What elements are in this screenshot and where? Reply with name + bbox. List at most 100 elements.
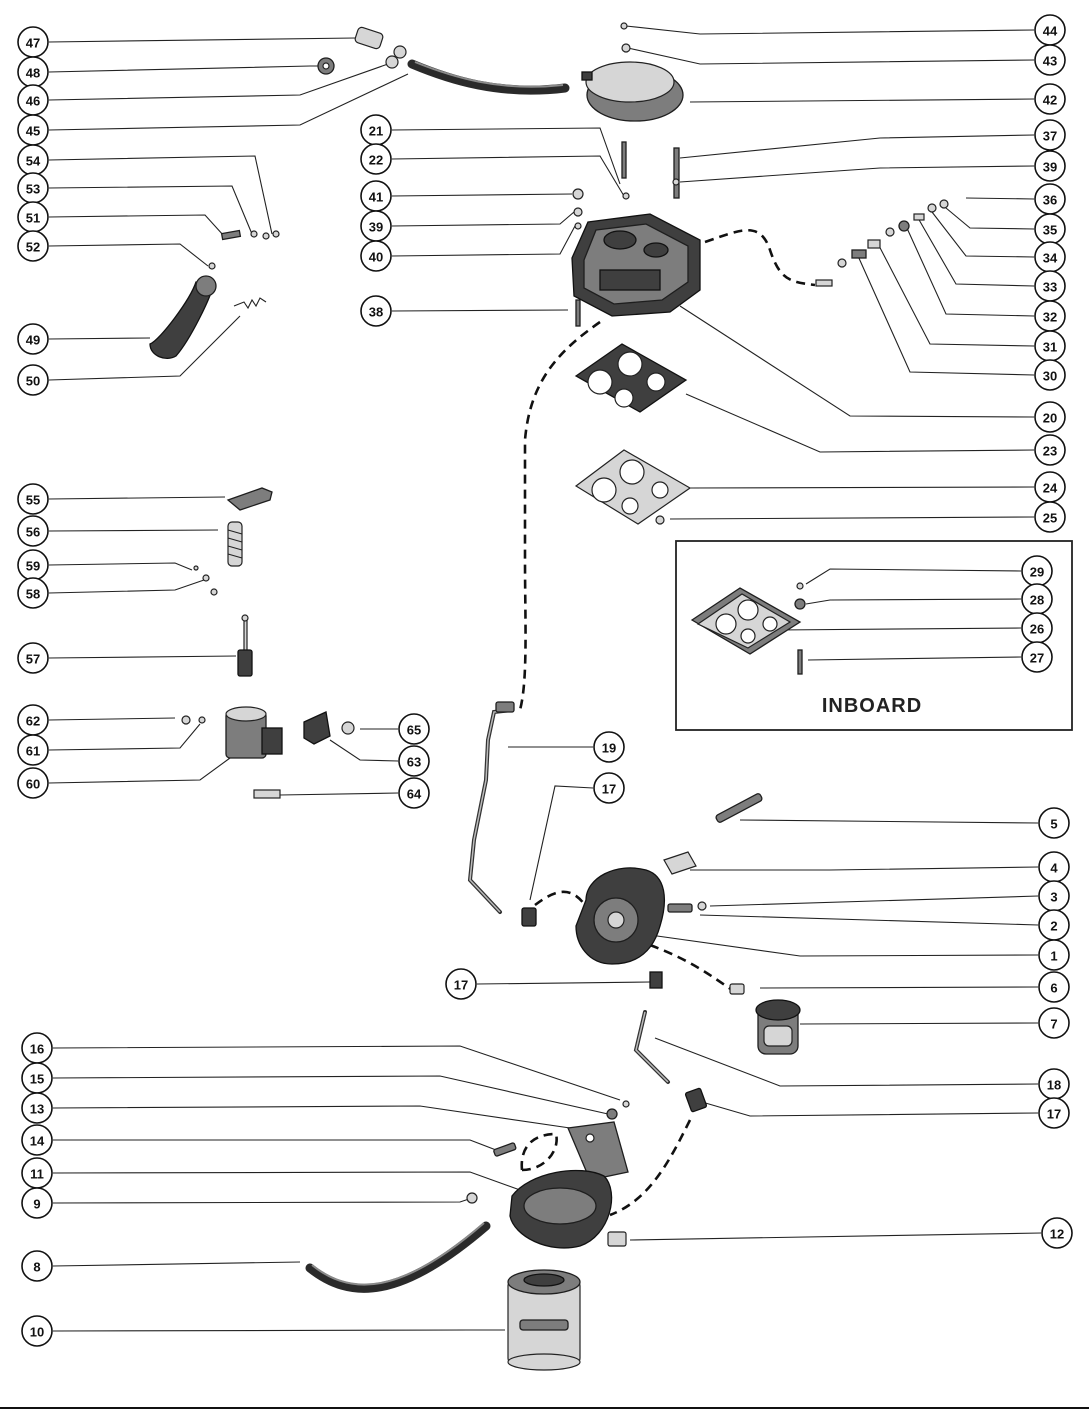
callout-17: 17 — [1038, 1097, 1070, 1129]
callout-circle — [1034, 44, 1066, 76]
callout-2: 2 — [1038, 909, 1070, 941]
seat-48 — [317, 57, 335, 75]
callout-41: 41 — [360, 180, 392, 212]
thermostat-housing-60 — [181, 706, 283, 759]
inboard-panel: INBOARD — [675, 540, 1073, 731]
callout-circle — [1034, 501, 1066, 533]
callout-number: 6 — [1050, 981, 1057, 996]
callout-number: 60 — [26, 777, 40, 792]
callout-number: 47 — [26, 36, 40, 51]
callout-number: 65 — [407, 723, 421, 738]
callout-15: 15 — [21, 1062, 53, 1094]
callout-44: 44 — [1034, 14, 1066, 46]
callout-circle — [21, 1250, 53, 1282]
callout-number: 29 — [1030, 565, 1044, 580]
callout-62: 62 — [17, 704, 49, 736]
callout-number: 40 — [369, 250, 383, 265]
callout-63: 63 — [398, 745, 430, 777]
callout-number: 57 — [26, 652, 40, 667]
air-horn-cover-42 — [581, 22, 684, 122]
callout-number: 32 — [1043, 310, 1057, 325]
fitting-17-upper — [521, 907, 537, 927]
callout-number: 24 — [1043, 481, 1058, 496]
callout-circle — [360, 143, 392, 175]
callout-47: 47 — [17, 26, 49, 58]
callout-49: 49 — [17, 323, 49, 355]
callout-21: 21 — [360, 114, 392, 146]
callout-number: 1 — [1050, 949, 1057, 964]
callout-64: 64 — [398, 777, 430, 809]
callout-circle — [593, 772, 625, 804]
callout-number: 17 — [454, 978, 468, 993]
fuel-hose-top — [407, 59, 570, 95]
callout-circle — [1034, 434, 1066, 466]
callout-50: 50 — [17, 364, 49, 396]
callout-circle — [17, 364, 49, 396]
callout-55: 55 — [17, 483, 49, 515]
callout-circle — [398, 713, 430, 745]
callout-34: 34 — [1034, 241, 1066, 273]
callout-56: 56 — [17, 515, 49, 547]
callout-number: 4 — [1050, 861, 1058, 876]
callout-number: 26 — [1030, 622, 1044, 637]
callout-40: 40 — [360, 240, 392, 272]
spring-50 — [233, 297, 267, 310]
gasket-24 — [574, 449, 692, 525]
callout-60: 60 — [17, 767, 49, 799]
callout-number: 31 — [1043, 340, 1057, 355]
callout-45: 45 — [17, 114, 49, 146]
callout-10: 10 — [21, 1315, 53, 1347]
callout-layer: 4748464554535152495055565958576261606563… — [17, 14, 1073, 1347]
callout-number: 56 — [26, 525, 40, 540]
callout-7: 7 — [1038, 1007, 1070, 1039]
callout-52: 52 — [17, 230, 49, 262]
callout-circle — [1038, 1097, 1070, 1129]
inboard-label: INBOARD — [822, 695, 922, 717]
choke-rod-57 — [237, 614, 253, 677]
callout-26: 26 — [1021, 612, 1053, 644]
callout-number: 46 — [26, 94, 40, 109]
callout-number: 38 — [369, 305, 383, 320]
callout-number: 3 — [1050, 890, 1057, 905]
callout-48: 48 — [17, 56, 49, 88]
callout-12: 12 — [1041, 1217, 1073, 1249]
callout-circle — [21, 1124, 53, 1156]
callout-37: 37 — [1034, 119, 1066, 151]
callout-number: 18 — [1047, 1078, 1061, 1093]
callout-18: 18 — [1038, 1068, 1070, 1100]
callout-20: 20 — [1034, 401, 1066, 433]
callout-circle — [1034, 150, 1066, 182]
callout-33: 33 — [1034, 270, 1066, 302]
callout-number: 5 — [1050, 817, 1057, 832]
callout-circle — [21, 1092, 53, 1124]
callout-number: 30 — [1043, 369, 1057, 384]
callout-number: 39 — [369, 220, 383, 235]
hose-8 — [305, 1221, 491, 1293]
callout-38: 38 — [360, 295, 392, 327]
callout-number: 61 — [26, 744, 40, 759]
callout-circle — [398, 745, 430, 777]
callout-number: 44 — [1043, 24, 1058, 39]
callout-number: 17 — [1047, 1107, 1061, 1122]
callout-number: 19 — [602, 741, 616, 756]
bracket-55 — [226, 487, 273, 511]
callout-number: 17 — [602, 782, 616, 797]
fuel-line-18 — [633, 1010, 708, 1113]
callout-number: 39 — [1043, 160, 1057, 175]
callout-number: 52 — [26, 240, 40, 255]
callout-circle — [1034, 401, 1066, 433]
callout-number: 36 — [1043, 193, 1057, 208]
callout-number: 58 — [26, 587, 40, 602]
callout-46: 46 — [17, 84, 49, 116]
callout-28: 28 — [1021, 583, 1053, 615]
callout-circle — [21, 1187, 53, 1219]
pump-fasteners-2-6 — [649, 793, 763, 995]
callout-number: 41 — [369, 190, 383, 205]
callout-circle — [360, 295, 392, 327]
callout-number: 22 — [369, 153, 383, 168]
filter-head-11 — [466, 1169, 627, 1249]
callout-number: 53 — [26, 182, 40, 197]
callout-32: 32 — [1034, 300, 1066, 332]
callout-number: 27 — [1030, 651, 1044, 666]
choke-plate-63 — [253, 711, 355, 799]
